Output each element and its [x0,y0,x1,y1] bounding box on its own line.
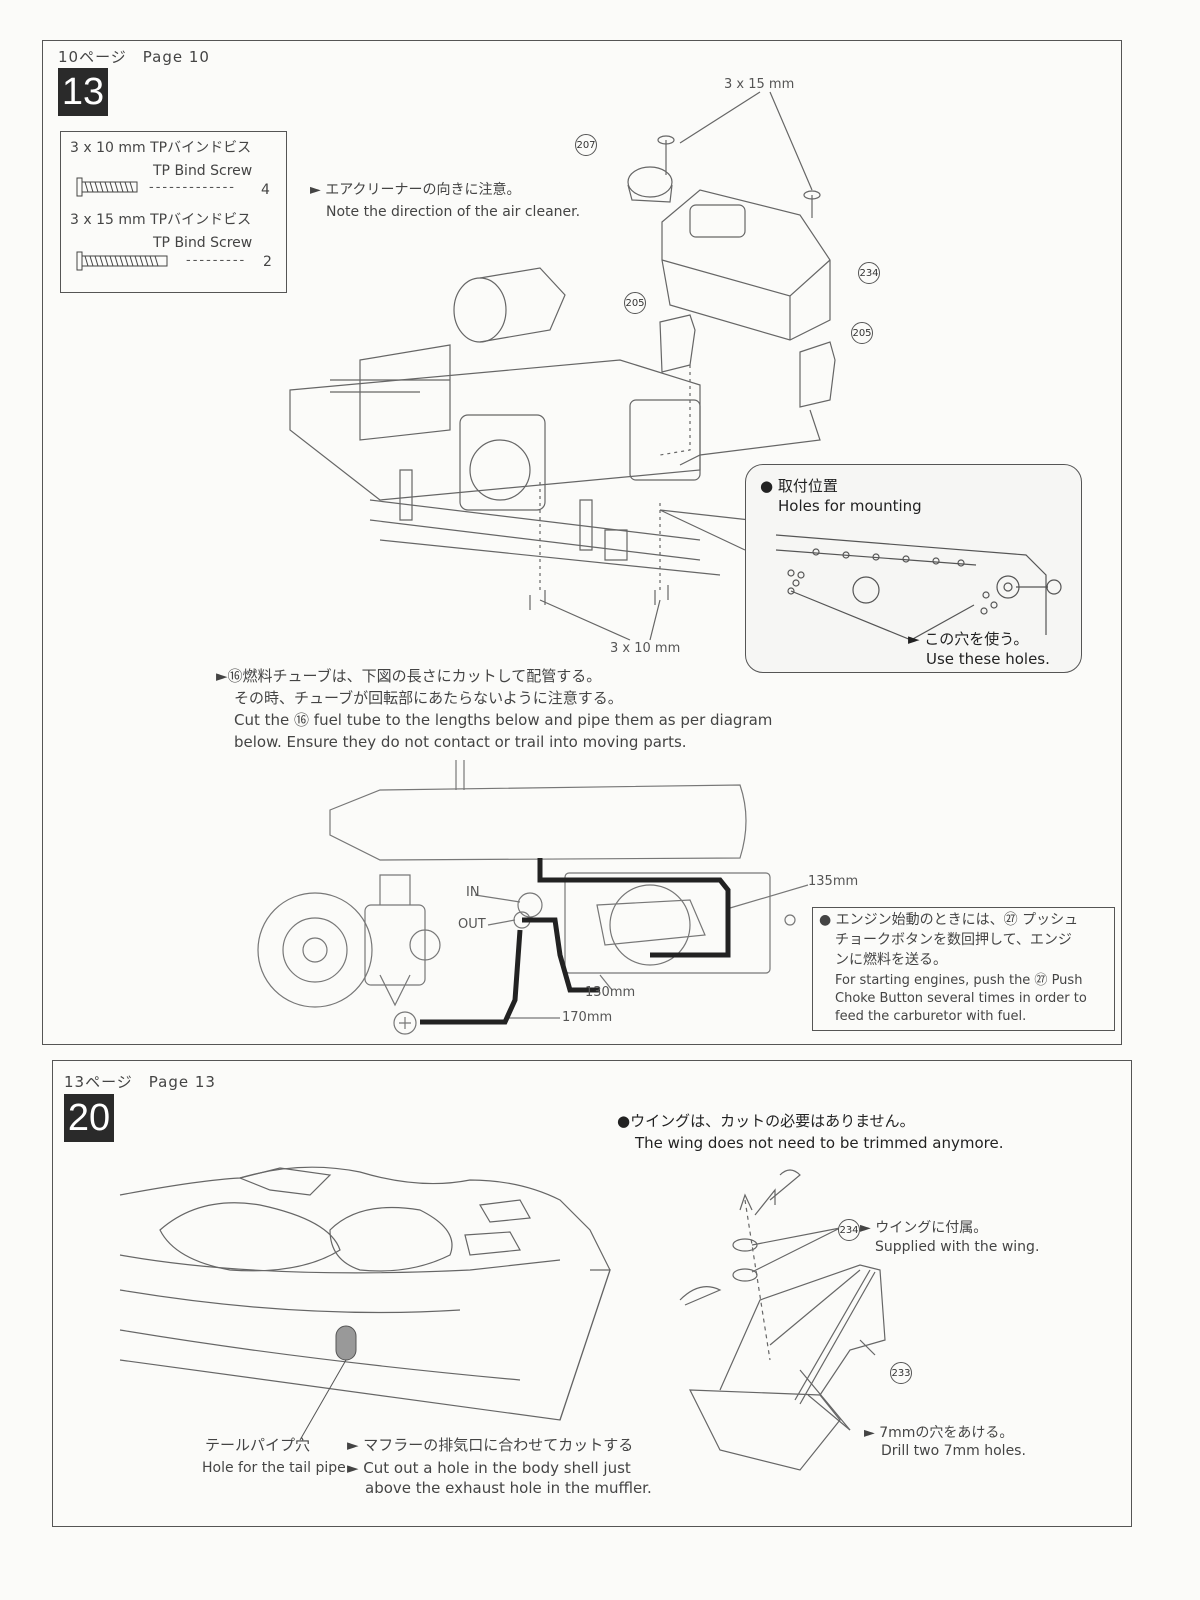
callout-207: 207 [575,134,597,156]
len-135: 135mm [808,874,859,889]
air-cleaner-note-en: Note the direction of the air cleaner. [326,204,581,220]
part-1-jp: 3 x 10 mm TPバインドビス [70,140,252,156]
parts-box: 3 x 10 mm TPバインドビス TP Bind Screw -------… [60,131,287,293]
engine-start-note-box: ● エンジン始動のときには、㉗ プッシュ チョークボタンを数回押して、エンジ ン… [812,907,1115,1031]
note-jp-3: ンに燃料を送る。 [835,952,947,968]
fuel-tube-line-4: below. Ensure they do not contact or tra… [234,733,687,751]
tail-pipe-jp: テールパイプ穴 [205,1436,311,1454]
use-holes-en: Use these holes. [926,650,1050,668]
wing-note-en: The wing does not need to be trimmed any… [635,1134,1004,1152]
page-label-13: 13ページ Page 13 [64,1073,216,1091]
callout-205-right: 205 [851,322,873,344]
fuel-tube-line-2: その時、チューブが回転部にあたらないように注意する。 [234,689,623,707]
part-1-qty: 4 [261,182,270,198]
step-number-20: 20 [64,1094,114,1142]
dim-3x15: 3 x 15 mm [724,77,795,92]
screw-15mm-icon [75,250,175,272]
tail-pipe-en: Hole for the tail pipe [202,1460,346,1476]
callout-233-wing: 233 [890,1362,912,1384]
screw-10mm-icon [75,176,145,198]
dim-3x10: 3 x 10 mm [610,641,681,656]
cut-en-1: ► Cut out a hole in the body shell just [347,1459,631,1477]
air-cleaner-note-jp: ► エアクリーナーの向きに注意。 [310,182,521,198]
note-jp-1: ● エンジン始動のときには、㉗ プッシュ [819,912,1079,928]
tube-in-label: IN [466,885,480,900]
cut-en-2: above the exhaust hole in the muffler. [365,1479,652,1497]
part-1-leader: ------------- [149,180,236,195]
callout-234: 234 [858,262,880,284]
len-130: 130mm [585,985,636,1000]
note-en-2: Choke Button several times in order to [835,991,1087,1006]
fuel-tube-line-3: Cut the ⑯ fuel tube to the lengths below… [234,711,773,729]
part-2-leader: --------- [186,253,247,268]
note-jp-2: チョークボタンを数回押して、エンジ [835,932,1072,948]
mounting-holes-box: ● 取付位置 Holes for mounting ► この穴を使う。 Use … [745,464,1082,673]
note-en-1: For starting engines, push the ㉗ Push [835,973,1083,988]
part-2-jp: 3 x 15 mm TPバインドビス [70,212,252,228]
drill-jp: ► 7mmの穴をあける。 [864,1425,1014,1441]
callout-205-left: 205 [624,292,646,314]
mount-holes-diagram [746,465,1081,672]
page-label-10: 10ページ Page 10 [58,48,210,66]
wing-note-jp: ●ウイングは、カットの必要はありません。 [617,1112,915,1130]
step-13-panel [42,40,1122,1045]
step-20-panel [52,1060,1132,1527]
mount-title-jp: ● 取付位置 [760,477,838,495]
supplied-en: Supplied with the wing. [875,1239,1040,1255]
callout-234-wing: 234 [838,1219,860,1241]
mount-title-en: Holes for mounting [778,497,922,515]
fuel-tube-line-1: ►⑯燃料チューブは、下図の長さにカットして配管する。 [216,667,602,685]
step-number-13: 13 [58,68,108,116]
drill-en: Drill two 7mm holes. [881,1443,1026,1459]
use-holes-jp: ► この穴を使う。 [908,630,1029,648]
part-2-qty: 2 [263,254,272,270]
tube-out-label: OUT [458,917,486,932]
part-1-en: TP Bind Screw [153,163,253,179]
note-en-3: feed the carburetor with fuel. [835,1009,1027,1024]
cut-jp: ► マフラーの排気口に合わせてカットする [347,1436,634,1454]
supplied-jp: ► ウイングに付属。 [860,1220,988,1236]
len-170: 170mm [562,1010,613,1025]
part-2-en: TP Bind Screw [153,235,253,251]
